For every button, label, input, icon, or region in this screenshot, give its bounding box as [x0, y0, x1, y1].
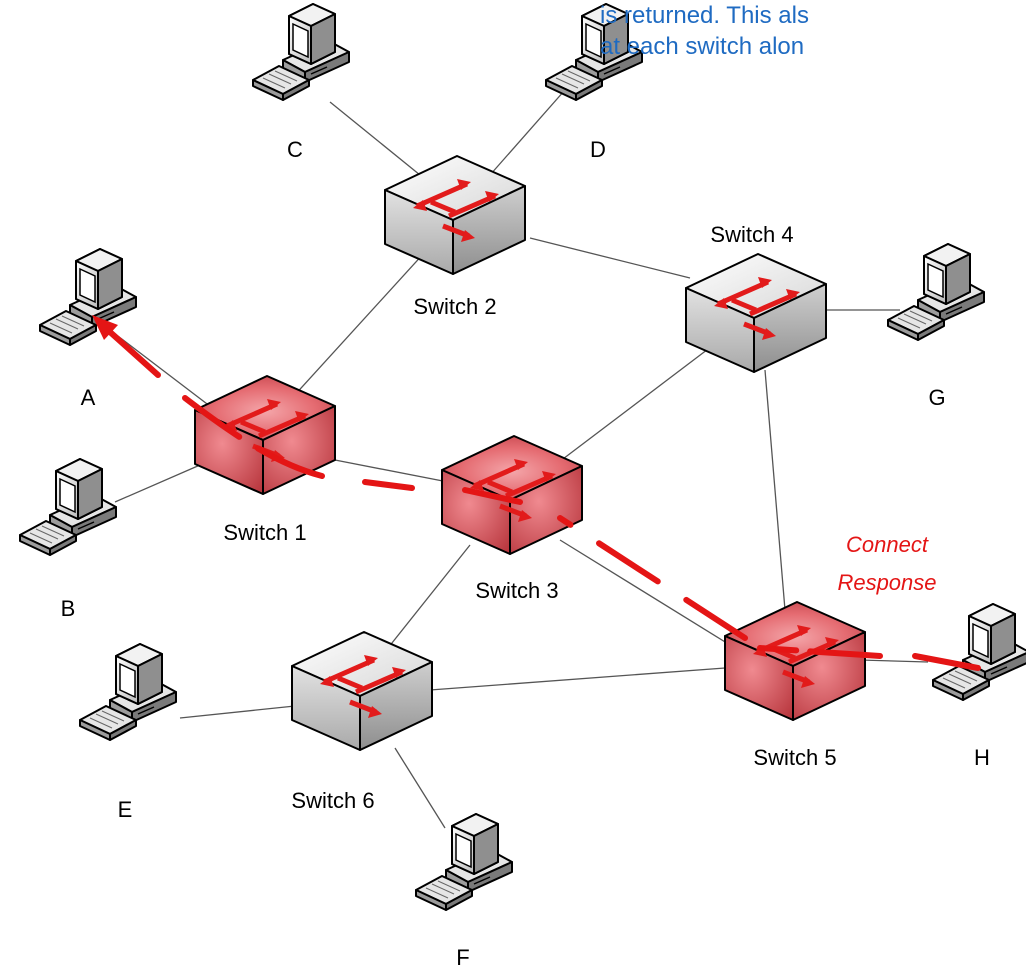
path-dash [182, 395, 325, 479]
host-label-d: D [590, 137, 606, 162]
computer-a-icon [39, 248, 137, 346]
link-switch2-switch4 [529, 237, 691, 279]
path-arrowhead-icon [92, 315, 118, 340]
annotation-response: Response [837, 570, 936, 595]
connect-response-path [107, 329, 981, 671]
switch-label-1: Switch 1 [223, 520, 306, 545]
link-a-switch1 [109, 329, 216, 411]
link-switch3-switch5 [559, 539, 731, 646]
path-dash [362, 479, 415, 491]
link-switch3-switch6 [379, 544, 471, 659]
host-label-c: C [287, 137, 303, 162]
switch-5-icon [725, 602, 865, 720]
switch-label-6: Switch 6 [291, 788, 374, 813]
switch-label-3: Switch 3 [475, 578, 558, 603]
computer-c-icon [252, 3, 350, 101]
path-dash [107, 329, 161, 378]
caption-line-2: at each switch alon [600, 33, 805, 60]
host-label-a: A [81, 385, 96, 410]
annotation-connect: Connect [846, 532, 929, 557]
computer-h-icon [932, 603, 1026, 701]
computer-g-icon [887, 243, 985, 341]
link-switch1-switch3 [334, 459, 449, 483]
switch-4-icon [686, 254, 826, 372]
link-b-switch1 [114, 464, 201, 503]
host-label-e: E [118, 797, 133, 822]
switch-label-2: Switch 2 [413, 294, 496, 319]
caption-line-1: is returned. This als [600, 2, 809, 29]
computer-b-icon [19, 458, 117, 556]
computer-e-icon [79, 643, 177, 741]
link-e-switch6 [179, 705, 296, 719]
host-label-h: H [974, 745, 990, 770]
network-links [109, 81, 929, 829]
host-label-b: B [61, 596, 76, 621]
link-switch5-h [859, 659, 929, 663]
caption-text: is returned. This als at each switch alo… [600, 0, 1026, 82]
link-switch4-switch5 [764, 369, 786, 611]
link-switch4-switch3 [554, 339, 721, 466]
link-c-switch2 [329, 101, 421, 176]
path-dash [912, 653, 981, 671]
host-label-f: F [456, 945, 469, 970]
link-switch6-f [394, 747, 446, 829]
switch-6-icon [292, 632, 432, 750]
host-label-g: G [928, 385, 945, 410]
path-dash [557, 515, 748, 641]
link-switch6-switch5 [429, 667, 726, 691]
switch-label-4: Switch 4 [710, 222, 793, 247]
switch-label-5: Switch 5 [753, 745, 836, 770]
switch-2-icon [385, 156, 525, 274]
switch-3-icon [442, 436, 582, 554]
link-d-switch2 [489, 81, 573, 176]
link-switch2-switch1 [291, 251, 426, 399]
computer-f-icon [415, 813, 513, 911]
path-dash [757, 645, 883, 659]
path-dash [462, 487, 523, 505]
